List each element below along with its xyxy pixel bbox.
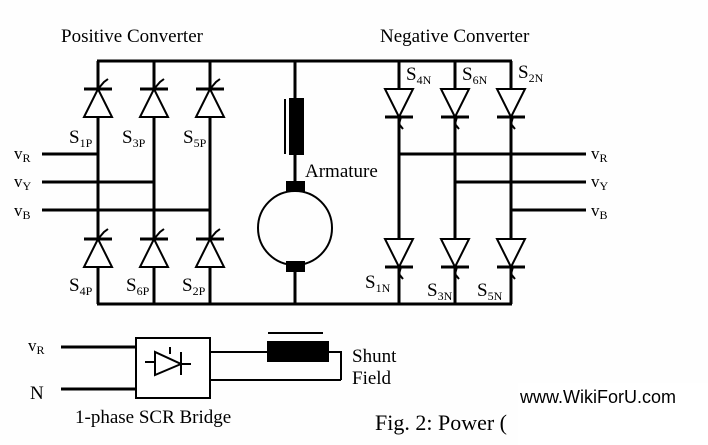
thyristor-s3n [439,238,471,280]
brush-bottom [286,261,305,272]
label-neutral: N [30,383,44,404]
label-vy-right: vY [591,172,609,193]
thyristor-s2n [495,88,527,130]
thyristor-s1n [383,238,415,280]
thyristor-s1p [82,78,114,118]
armature-inductor [289,98,304,155]
thyristor-s4n [383,88,415,130]
armature-circle [257,190,333,266]
label-s6p: S6P [126,275,150,298]
thyristor-s6n [439,88,471,130]
label-vr-left: vR [14,144,31,165]
watermark-backdrop [518,383,708,445]
label-s4p: S4P [69,275,93,298]
positive-converter-title: Positive Converter [61,26,204,47]
thyristor-s2p [194,228,226,268]
negative-converter: S4N S6N S2N S1N S3N S5N vR vY vB [365,61,609,304]
shunt-field-winding [267,341,329,362]
thyristor-s6p [138,228,170,268]
label-s5p: S5P [183,127,207,150]
label-s4n: S4N [406,64,432,87]
thyristor-s5n [495,238,527,280]
label-vb-right: vB [591,201,608,222]
label-s1n: S1N [365,272,391,295]
bridge-label: 1-phase SCR Bridge [75,407,231,428]
label-vy-left: vY [14,172,32,193]
field-circuit: vR N 1-phase SCR Bridge Shunt Field [28,332,397,428]
label-s1p: S1P [69,127,93,150]
watermark-text: www.WikiForU.com [520,387,676,407]
label-s6n: S6N [462,64,488,87]
label-s5n: S5N [477,280,503,303]
thyristor-s4p [82,228,114,268]
label-vr-right: vR [591,144,608,165]
dc-motor: Armature [257,61,378,304]
label-vb-left: vB [14,201,31,222]
scr-symbol-icon [145,347,191,377]
label-s3n: S3N [427,280,453,303]
label-s2p: S2P [182,275,206,298]
armature-label: Armature [305,161,378,182]
positive-converter: S1P S3P S5P S4P S6P S2P vR vY vB [14,61,226,304]
brush-top [286,181,305,192]
figure-caption: Fig. 2: Power ( [375,410,507,435]
label-s2n: S2N [518,62,544,85]
thyristor-s3p [138,78,170,118]
thyristor-s5p [194,78,226,118]
field-label: Field [352,368,392,389]
shunt-label: Shunt [352,346,397,367]
label-vr-field: vR [28,336,45,357]
label-s3p: S3P [122,127,146,150]
negative-converter-title: Negative Converter [380,26,530,47]
